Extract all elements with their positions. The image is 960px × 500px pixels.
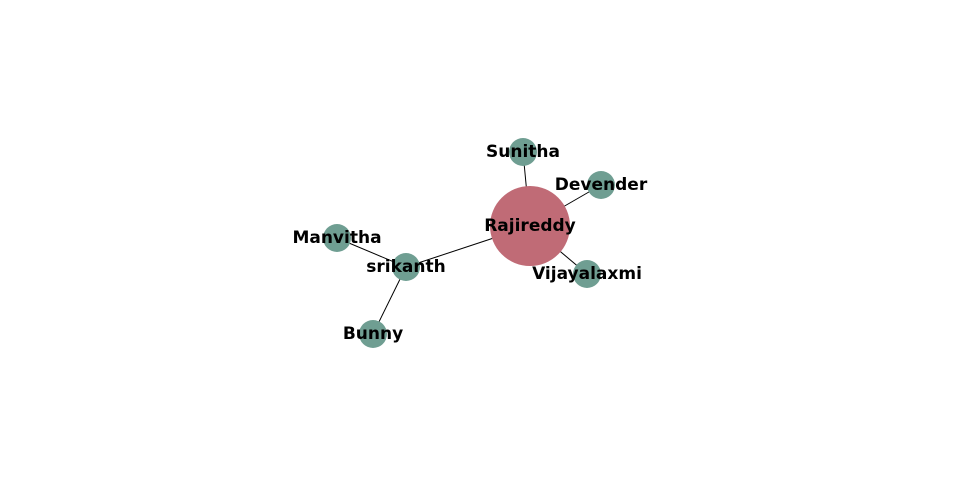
node-manvitha[interactable] [323,224,351,252]
node-srikanth[interactable] [392,253,420,281]
node-label-bunny: Bunny [343,324,403,344]
nodes [323,138,615,348]
node-label-manvitha: Manvitha [292,228,381,248]
node-bunny[interactable] [359,320,387,348]
node-sunitha[interactable] [509,138,537,166]
node-rajireddy[interactable] [490,186,570,266]
node-label-srikanth: srikanth [366,257,445,277]
node-label-vijayalaxmi: Vijayalaxmi [532,264,642,284]
node-label-devender: Devender [555,175,648,195]
node-label-rajireddy: Rajireddy [484,216,576,236]
node-devender[interactable] [587,171,615,199]
node-vijayalaxmi[interactable] [573,260,601,288]
node-label-sunitha: Sunitha [486,142,560,162]
